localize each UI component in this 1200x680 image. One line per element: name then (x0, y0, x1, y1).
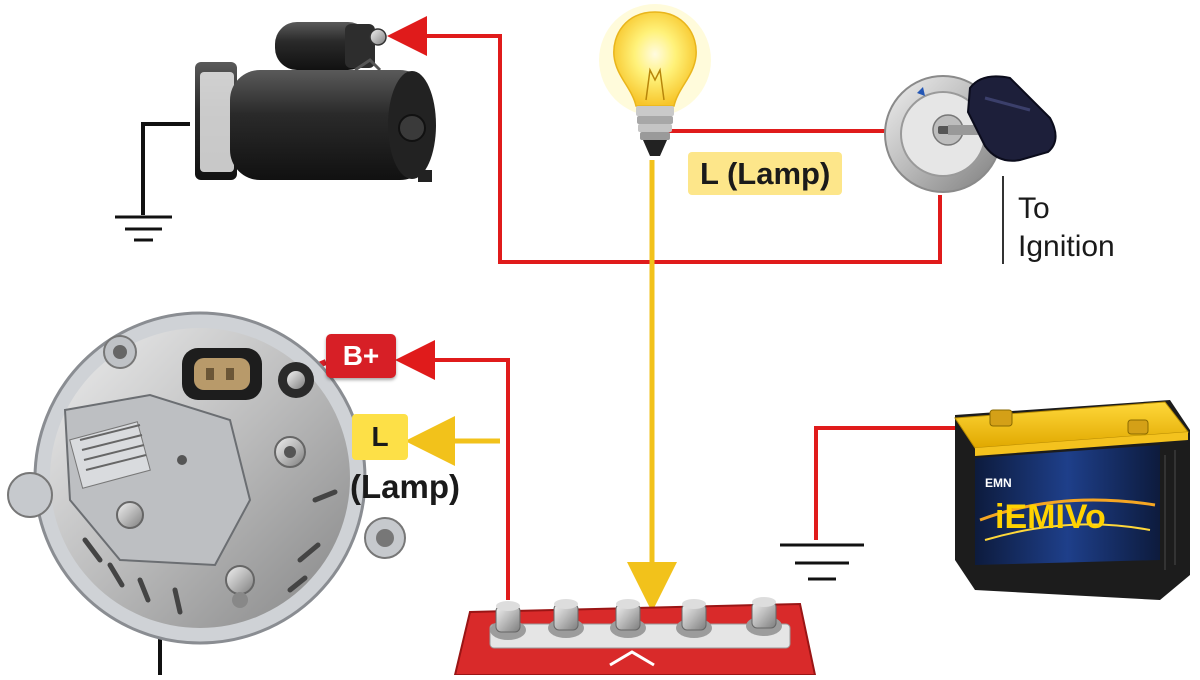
l-terminal-sublabel: (Lamp) (350, 468, 460, 505)
ignition-key (948, 75, 1057, 162)
to-ignition-label-line2: Ignition (1018, 230, 1115, 263)
l-terminal-label: L (352, 414, 408, 460)
warning-lamp-bulb (599, 4, 711, 156)
terminal-stud (490, 601, 526, 640)
ground-symbol-starter (115, 215, 172, 242)
battery-brand-main: iEMIVo (995, 498, 1106, 536)
terminal-stud (676, 599, 712, 638)
ignition-switch (884, 75, 1057, 193)
ground-symbol-battery (780, 543, 864, 581)
lamp-wire-label: L (Lamp) (688, 152, 843, 195)
wire-ignition-to-starter (387, 16, 942, 264)
terminal-studs (490, 597, 782, 640)
starter-motor (195, 22, 436, 182)
battery: EMN iEMIVo (954, 400, 1190, 600)
terminal-stud (746, 597, 782, 636)
b-plus-terminal-label: B+ (326, 334, 396, 378)
wire-starter-ground (141, 122, 190, 215)
alternator (7, 311, 406, 645)
battery-brand-top: EMN (985, 476, 1012, 490)
terminal-stud (548, 599, 584, 638)
wire-battery-to-ground (814, 426, 990, 540)
distribution-terminal-block (453, 597, 817, 676)
to-ignition-label-line1: To (1018, 192, 1050, 225)
terminal-stud (610, 599, 646, 638)
wire-block-to-bplus (395, 340, 510, 600)
